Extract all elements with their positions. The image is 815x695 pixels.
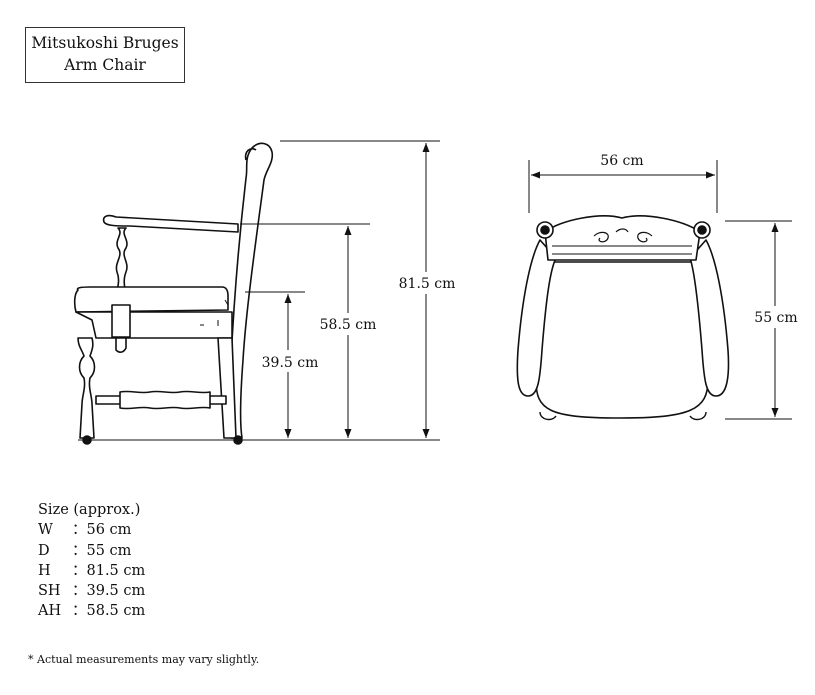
- top-right-arm: [689, 239, 730, 397]
- disclaimer-note: * Actual measurements may vary slightly.: [28, 653, 260, 666]
- splat-cutout-right: [637, 231, 653, 243]
- spec-row-width: W：56 cm: [38, 522, 132, 539]
- top-seat: [535, 261, 709, 419]
- rear-caster: [233, 435, 243, 445]
- chair-diagram: 81.5 cm 58.5 cm 39.5 cm 56 cm 55 c: [73, 140, 798, 445]
- label-seat-height: 39.5 cm: [262, 355, 319, 371]
- side-seat-apron: [75, 311, 233, 339]
- top-back-rail: [544, 215, 701, 261]
- title-box: Mitsukoshi Bruges Arm Chair: [25, 27, 185, 83]
- front-foot-right: [689, 411, 707, 421]
- back-post: [228, 142, 274, 439]
- rear-leg: [217, 337, 237, 439]
- label-depth: 55 cm: [754, 310, 797, 326]
- side-armrest: [102, 214, 239, 233]
- front-leg: [77, 337, 96, 439]
- top-view-chair: [516, 215, 730, 421]
- specs-heading: Size (approx.): [38, 502, 141, 518]
- front-caster: [82, 435, 92, 445]
- stretcher-turning: [119, 390, 211, 410]
- plan-dimensions: [528, 160, 792, 420]
- arm-post-block: [111, 304, 131, 338]
- back-crest: [244, 147, 257, 161]
- spec-row-seat-height: SH：39.5 cm: [38, 583, 146, 600]
- spec-row-arm-height: AH：58.5 cm: [38, 603, 146, 620]
- side-seat-cushion: [73, 286, 229, 313]
- side-view-chair: [73, 142, 440, 445]
- spec-row-depth: D：55 cm: [38, 542, 132, 559]
- top-left-arm: [516, 239, 557, 397]
- splat-cutout-left: [593, 231, 609, 243]
- spec-row-height: H：81.5 cm: [38, 562, 146, 579]
- label-overall-height: 81.5 cm: [399, 276, 456, 292]
- front-foot-left: [539, 411, 557, 421]
- label-arm-height: 58.5 cm: [320, 317, 377, 333]
- title-line-2: Arm Chair: [64, 56, 146, 74]
- title-line-1: Mitsukoshi Bruges: [31, 34, 179, 52]
- size-specs: Size (approx.) W：56 cm D：55 cm H：81.5 cm…: [38, 500, 145, 622]
- label-width: 56 cm: [600, 153, 643, 169]
